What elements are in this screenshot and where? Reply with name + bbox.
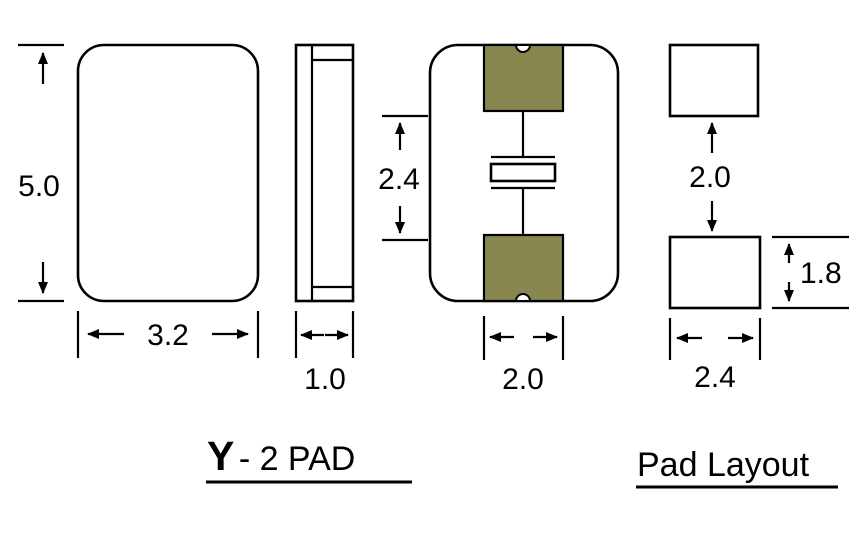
bottom-view: 2.4 2.0: [378, 43, 620, 396]
pad-layout-view: 2.0 1.8 2.4: [668, 43, 849, 394]
dim-package-thickness: 1.0: [294, 311, 355, 396]
layout-pad-bottom: [668, 235, 762, 310]
dim-label-electrode-gap: 2.4: [378, 163, 420, 196]
dim-package-height: 5.0: [18, 43, 64, 303]
dim-pad-height: 1.8: [772, 235, 849, 310]
top-notch: [514, 44, 532, 53]
side-view-outline: [294, 43, 355, 303]
captions: Y - 2 PAD Pad Layout: [206, 433, 838, 489]
crystal-symbol: [489, 111, 557, 235]
dim-pad-width: 2.4: [668, 318, 762, 394]
front-view-outline: [76, 43, 260, 303]
right-caption: Pad Layout: [637, 446, 810, 484]
dim-label-package-width: 3.2: [147, 319, 189, 352]
left-caption-prefix: Y: [207, 433, 234, 479]
left-caption: Y - 2 PAD: [207, 433, 355, 479]
bottom-notch: [514, 293, 532, 302]
dim-package-width: 3.2: [76, 311, 260, 358]
electrode-pad-bottom: [482, 233, 565, 303]
dim-label-pad-height: 1.8: [800, 257, 842, 290]
dim-label-electrode-width: 2.0: [502, 363, 544, 396]
dim-electrode-width: 2.0: [482, 316, 565, 396]
front-view: 5.0 3.2: [18, 43, 260, 358]
layout-pad-top: [668, 43, 760, 118]
dim-label-pad-width: 2.4: [694, 361, 736, 394]
dim-label-package-thickness: 1.0: [304, 363, 346, 396]
dim-label-package-height: 5.0: [18, 170, 60, 203]
dim-electrode-gap: 2.4: [378, 114, 428, 242]
dim-label-pad-gap: 2.0: [689, 161, 731, 194]
side-view: 1.0: [294, 43, 355, 396]
left-caption-suffix: - 2 PAD: [239, 440, 356, 478]
crystal-body: [489, 162, 557, 183]
dim-pad-gap: 2.0: [689, 122, 731, 232]
electrode-pad-top: [482, 43, 565, 113]
